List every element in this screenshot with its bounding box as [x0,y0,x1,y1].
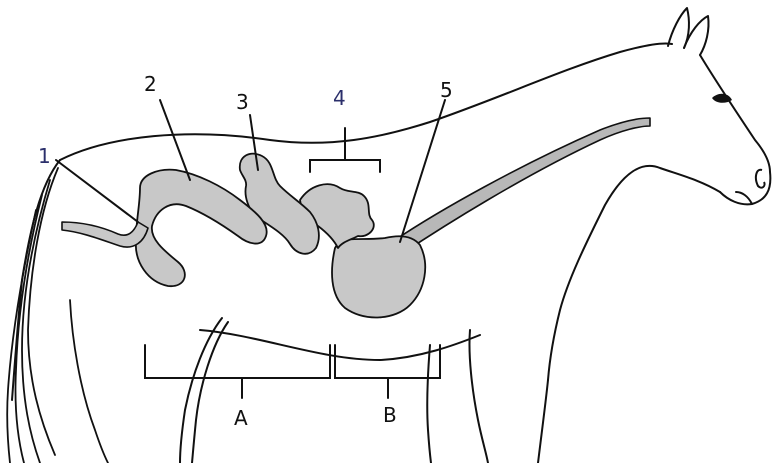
rectum [62,222,148,247]
face-line [700,55,770,204]
throat-line [548,166,720,380]
chest-line [538,380,548,463]
belly-line [200,330,480,360]
nostril-icon [756,170,765,188]
label-b: B [383,405,397,425]
leader-1 [56,160,138,222]
stomach [332,236,425,317]
label-4: 4 [333,88,346,108]
front-leg-back [469,330,488,463]
tail [7,168,108,463]
label-1: 1 [38,146,51,166]
label-3: 3 [236,92,249,112]
leader-2 [160,100,190,180]
rump-line [12,160,60,400]
label-2: 2 [144,74,157,94]
label-a: A [234,408,248,428]
bracket-4 [310,128,380,172]
hind-leg-inner [192,322,228,463]
eye-icon [712,94,732,103]
front-leg-inner [427,345,431,463]
bracket-a [145,345,330,398]
label-5: 5 [440,80,453,100]
